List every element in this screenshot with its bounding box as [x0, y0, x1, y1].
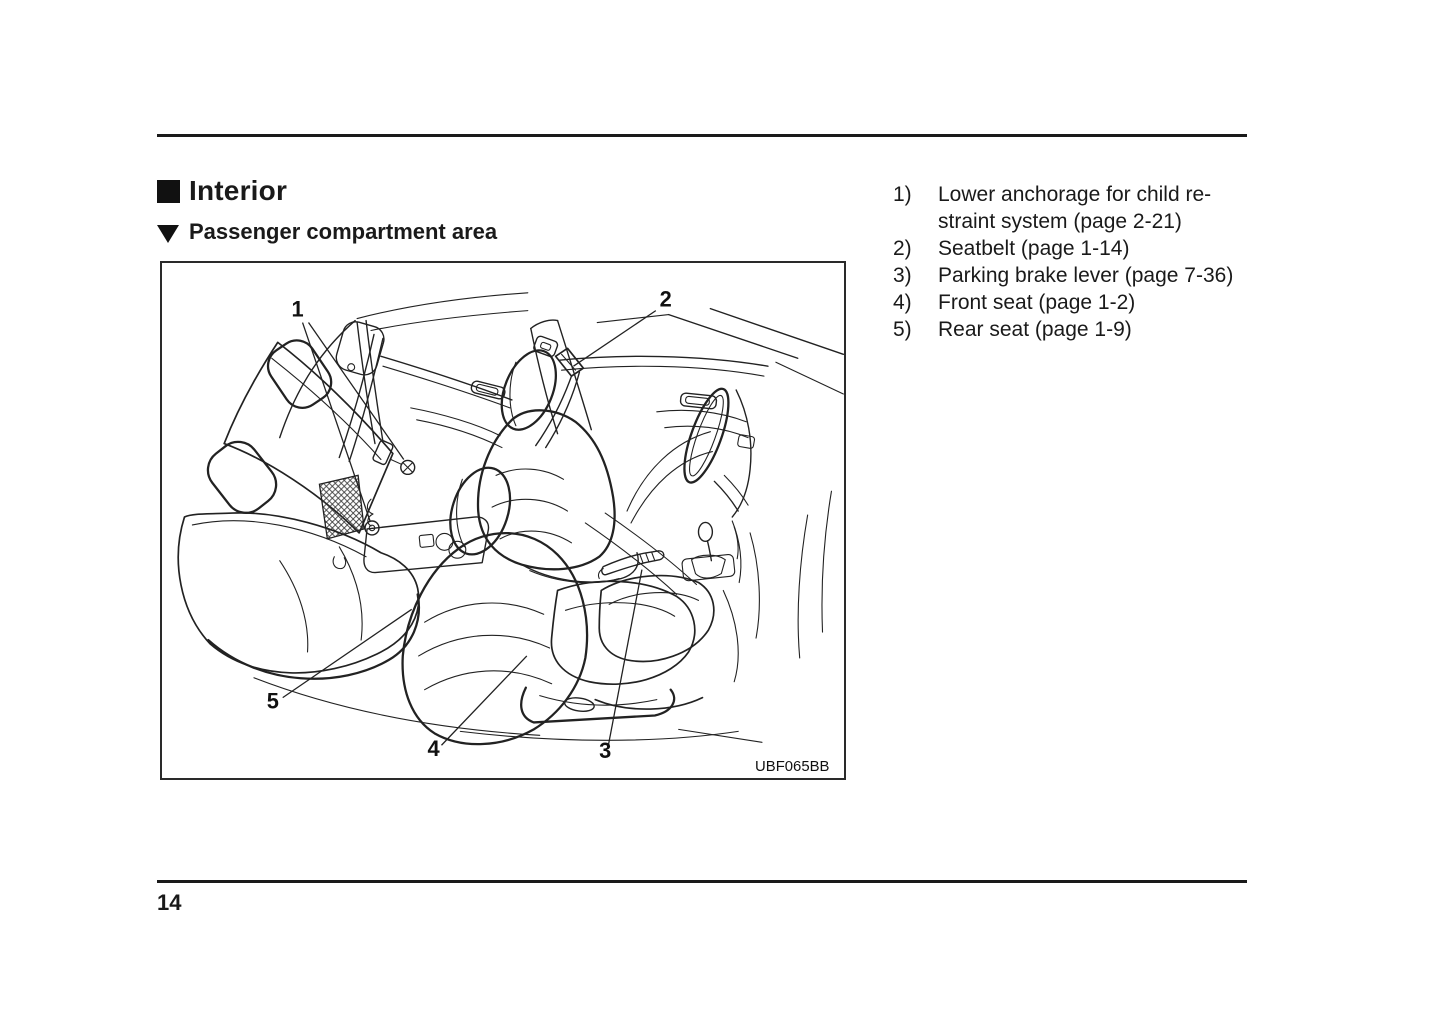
legend-item: 2) Seatbelt (page 1-14) [893, 235, 1263, 262]
cupholder [448, 540, 467, 559]
rear-seat [177, 339, 421, 680]
rear-door-handle [470, 380, 506, 400]
legend-item-number: 5) [893, 318, 912, 341]
legend-item-line: Rear seat (page 1-9) [938, 318, 1132, 341]
dashboard [731, 389, 756, 518]
coat-hook-detail [347, 363, 356, 372]
rear-headrest-right [266, 339, 333, 409]
b-pillar [530, 319, 593, 435]
rear-seatbelt [356, 319, 403, 466]
subsection-heading: Passenger compartment area [157, 219, 497, 245]
callout-3: 3 [599, 738, 611, 763]
legend-item: 1) Lower anchorage for child re- straint… [893, 181, 1263, 235]
callout-1: 1 [292, 297, 304, 322]
floor-and-sill-lines [253, 490, 832, 743]
legend-item-number: 1) [893, 183, 912, 206]
legend-item-text: Front seat (page 1-2) [938, 289, 1135, 316]
figure-code: UBF065BB [755, 759, 829, 775]
cargo-net [318, 474, 365, 540]
interior-diagram: 1 2 3 4 5 UBF065BB [177, 287, 844, 775]
center-console [584, 512, 742, 595]
rear-armrest-tray [363, 516, 490, 574]
interior-diagram-figure: 1 2 3 4 5 UBF065BB [160, 261, 846, 780]
far-front-seat [476, 349, 639, 584]
legend-item-number: 3) [893, 264, 912, 287]
legend-item-line: Parking brake lever (page 7-36) [938, 264, 1234, 287]
leader-lines [282, 310, 657, 747]
anchor-point-upper [400, 459, 416, 476]
legend-list: 1) Lower anchorage for child re- straint… [893, 181, 1263, 343]
triangle-bullet-icon [157, 225, 179, 243]
legend-item-text: Seatbelt (page 1-14) [938, 235, 1129, 262]
legend-item-line: Front seat (page 1-2) [938, 291, 1136, 314]
front-seatbelt [535, 347, 585, 449]
anchor-point-lower [364, 498, 380, 536]
callout-2: 2 [660, 287, 672, 312]
page-number: 14 [157, 890, 182, 915]
seat-slide-lever [563, 697, 595, 712]
driver-seat [594, 431, 715, 710]
gear-shifter [681, 521, 736, 582]
seatbelt-buckle [372, 439, 394, 466]
legend-item: 5) Rear seat (page 1-9) [893, 316, 1263, 343]
top-rule [157, 134, 1247, 137]
front-seat [401, 466, 696, 746]
steering-wheel [683, 387, 730, 484]
rear-pillar-and-roof-lines [279, 292, 529, 439]
legend-item-text: Parking brake lever (page 7-36) [938, 262, 1233, 289]
legend-item-number: 4) [893, 291, 912, 314]
parking-brake-lever [597, 550, 665, 580]
bottom-rule [157, 880, 1247, 883]
legend-item-line: Seatbelt (page 1-14) [938, 237, 1130, 260]
legend-item: 4) Front seat (page 1-2) [893, 289, 1263, 316]
legend-item-text: Lower anchorage for child re- straint sy… [938, 181, 1211, 235]
legend-item-line: Lower anchorage for child re- [938, 183, 1212, 206]
front-door-handle [679, 392, 718, 410]
rear-door-lines [380, 355, 513, 449]
steering-column [713, 474, 749, 512]
legend-item-text: Rear seat (page 1-9) [938, 316, 1132, 343]
callout-4: 4 [427, 736, 440, 761]
seatbelt-retractor [533, 335, 559, 358]
legend-item-number: 2) [893, 237, 912, 260]
legend-item-line: straint system (page 2-21) [938, 210, 1182, 233]
rear-headrest-left [206, 440, 278, 514]
front-door-lines [558, 307, 844, 439]
square-bullet-icon [157, 180, 180, 203]
section-heading: Interior [157, 176, 287, 206]
section-title: Interior [189, 175, 288, 206]
legend-item: 3) Parking brake lever (page 7-36) [893, 262, 1263, 289]
cupholder [435, 532, 454, 551]
callout-5: 5 [267, 689, 279, 714]
subsection-title: Passenger compartment area [189, 219, 498, 244]
